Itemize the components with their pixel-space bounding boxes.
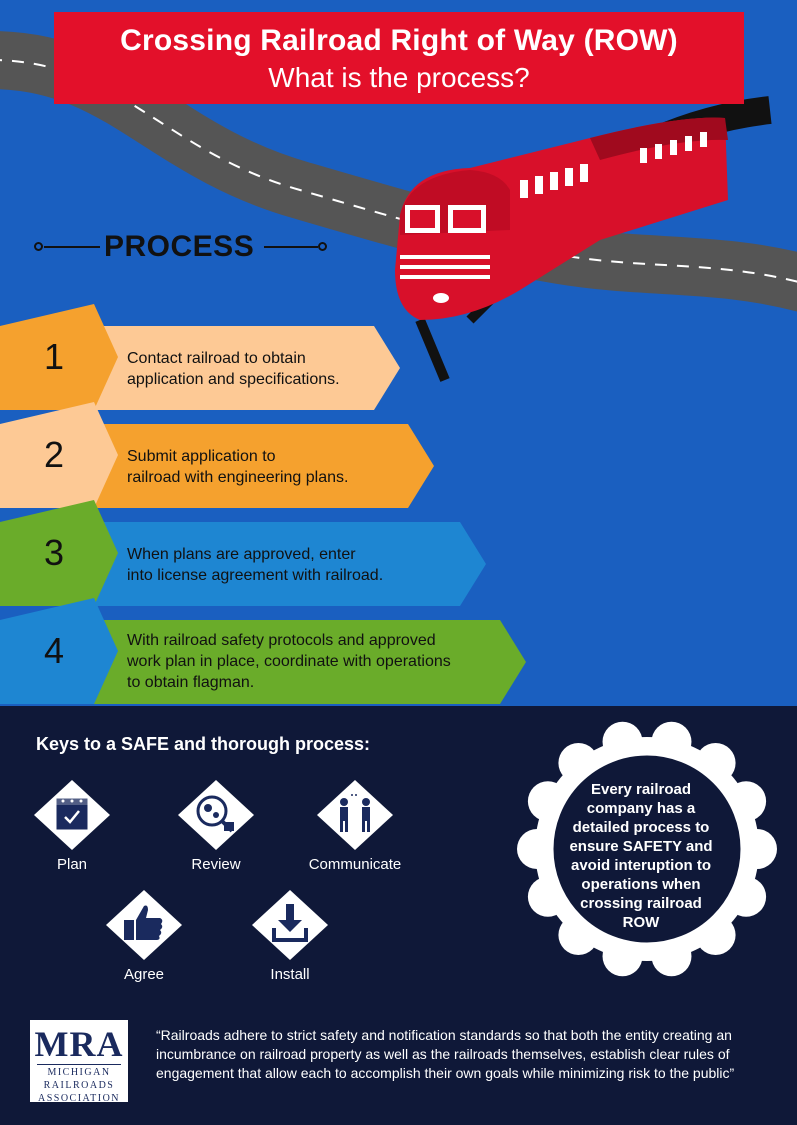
step-number: 4 [44, 630, 65, 671]
calendar-icon [34, 780, 110, 850]
step-2: 2 Submit application to railroad with en… [0, 402, 434, 508]
quote-text: “Railroads adhere to strict safety and n… [156, 1027, 735, 1081]
process-heading: PROCESS [34, 228, 334, 264]
step-text: When plans are approved, enter into lice… [127, 546, 384, 584]
key-plan: Plan [17, 780, 127, 873]
badge-scallop [737, 829, 777, 869]
rail-track-lower [415, 318, 450, 382]
train [395, 117, 728, 321]
page-subtitle: What is the process? [268, 62, 530, 93]
step-number: 3 [44, 532, 65, 573]
page-title: Crossing Railroad Right of Way (ROW) [120, 24, 678, 57]
key-label: Plan [56, 856, 88, 873]
step-text: With railroad safety protocols and appro… [127, 632, 451, 691]
thumbs-up-icon [106, 890, 182, 960]
step-number: 1 [44, 336, 65, 377]
key-agree: Agree [89, 890, 199, 983]
mra-logo: MRA MICHIGAN RAILROADS ASSOCIATION [30, 1020, 128, 1104]
key-label: Review [191, 856, 241, 873]
step-text: Contact railroad to obtain application a… [127, 350, 340, 388]
badge-scallop [517, 829, 557, 869]
scalloped-badge [517, 721, 777, 977]
step-text: Submit application to railroad with engi… [127, 448, 349, 486]
step-3: 3 When plans are approved, enter into li… [0, 500, 486, 606]
key-label: Agree [123, 966, 165, 983]
people-talking-icon [317, 780, 393, 850]
top-section: Crossing Railroad Right of Way (ROW) Wha… [0, 0, 797, 706]
key-communicate: Communicate [300, 780, 410, 873]
magnifier-gears-icon [178, 780, 254, 850]
key-install: Install [235, 890, 345, 983]
download-icon [252, 890, 328, 960]
process-heading-label: PROCESS [104, 230, 255, 263]
step-4: 4 With railroad safety protocols and app… [0, 598, 526, 704]
title-banner: Crossing Railroad Right of Way (ROW) Wha… [54, 12, 744, 104]
key-label: Communicate [308, 856, 402, 873]
step-1: 1 Contact railroad to obtain application… [0, 304, 400, 410]
key-label: Install [270, 966, 310, 983]
badge-text: Every railroad company has a detailed pr… [569, 781, 713, 931]
keys-heading: Keys to a SAFE and thorough process: [36, 734, 371, 754]
step-number: 2 [44, 434, 65, 475]
key-review: Review [161, 780, 271, 873]
